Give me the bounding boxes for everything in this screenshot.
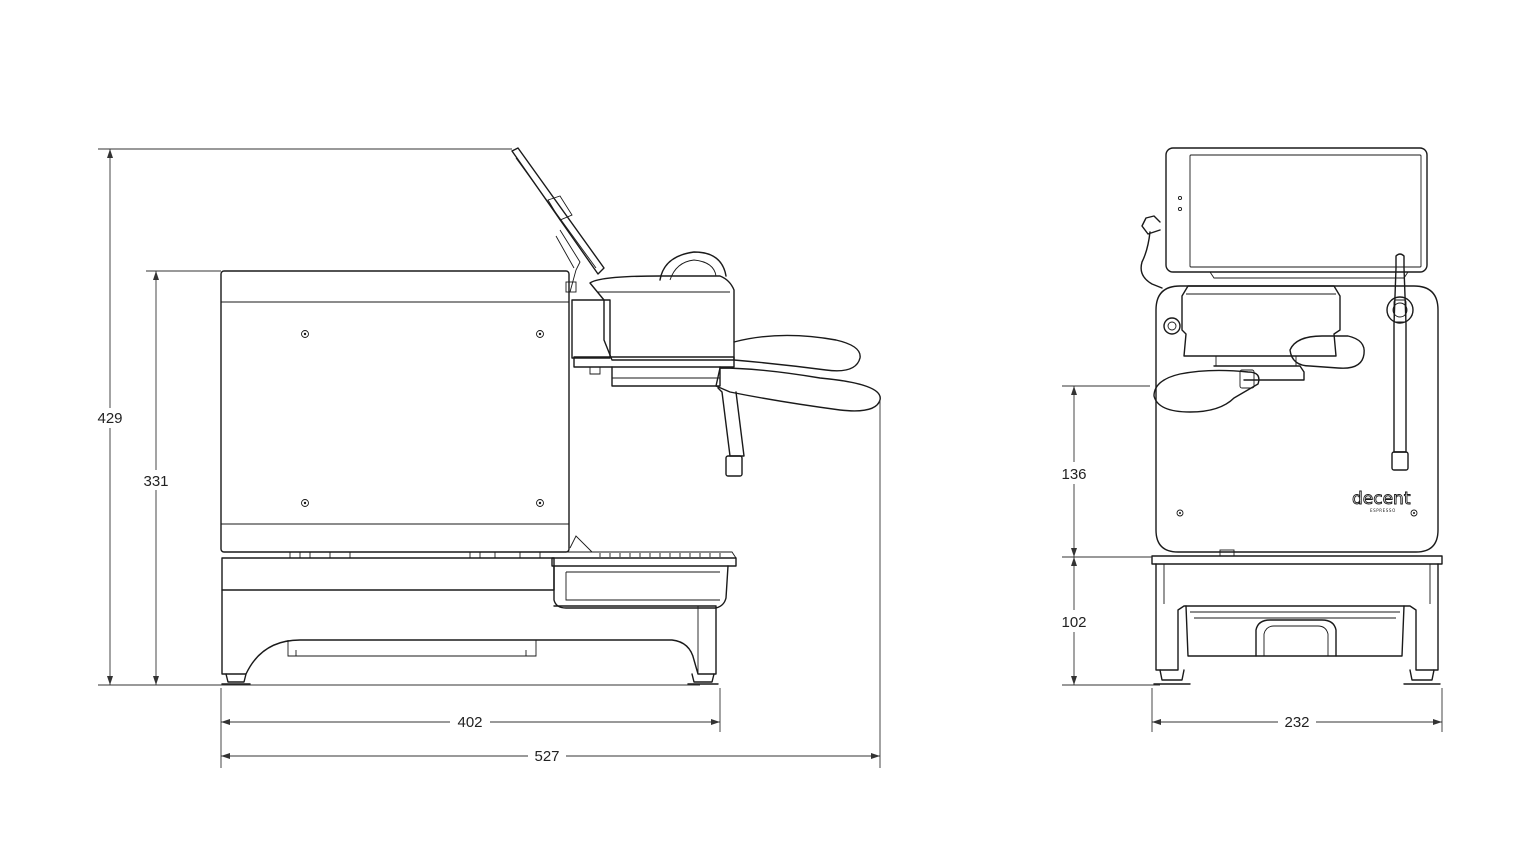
brand-name: decent bbox=[1352, 489, 1411, 509]
front-handle-right bbox=[1289, 335, 1365, 369]
dimension-136: 136 bbox=[1061, 386, 1087, 557]
dimension-label-136: 136 bbox=[1061, 466, 1086, 483]
side-body bbox=[220, 270, 570, 553]
side-steam-wand bbox=[717, 387, 745, 477]
dimension-527: 527 bbox=[221, 748, 880, 765]
front-body bbox=[1155, 285, 1439, 553]
dimension-331: 331 bbox=[143, 271, 169, 685]
dimension-label-232: 232 bbox=[1284, 714, 1309, 731]
dimension-label-102: 102 bbox=[1061, 614, 1086, 631]
front-steam-knob bbox=[1386, 296, 1414, 324]
dimension-label-429: 429 bbox=[97, 410, 122, 427]
front-view: decent ESPRESSO bbox=[1061, 147, 1443, 732]
front-handle-left bbox=[1153, 369, 1260, 413]
side-drip-tray bbox=[551, 551, 737, 609]
front-left-knob bbox=[1163, 317, 1181, 335]
side-view: 429 331 402 527 bbox=[97, 147, 881, 768]
front-group-head bbox=[1181, 285, 1341, 381]
front-stand bbox=[1153, 563, 1441, 685]
side-screws bbox=[301, 330, 544, 507]
side-group-head bbox=[571, 251, 735, 387]
brand-sub: ESPRESSO bbox=[1370, 508, 1396, 513]
dimension-402: 402 bbox=[221, 714, 720, 731]
side-extension-lines bbox=[98, 148, 881, 768]
dimension-232: 232 bbox=[1152, 714, 1442, 731]
side-stand bbox=[221, 557, 719, 685]
front-cable bbox=[1140, 215, 1163, 289]
front-tablet bbox=[1165, 147, 1428, 279]
front-extension-lines bbox=[1062, 385, 1443, 732]
side-handle-lower bbox=[715, 367, 881, 412]
dimension-429: 429 bbox=[97, 149, 123, 685]
dimension-102: 102 bbox=[1061, 557, 1087, 685]
side-tablet bbox=[511, 147, 605, 293]
dimension-label-402: 402 bbox=[457, 714, 482, 731]
dimension-label-331: 331 bbox=[143, 473, 168, 490]
side-handle-upper bbox=[733, 334, 861, 372]
front-brand-logo: decent ESPRESSO bbox=[1352, 489, 1412, 513]
dimension-label-527: 527 bbox=[534, 748, 559, 765]
front-steam-wand bbox=[1391, 253, 1409, 471]
